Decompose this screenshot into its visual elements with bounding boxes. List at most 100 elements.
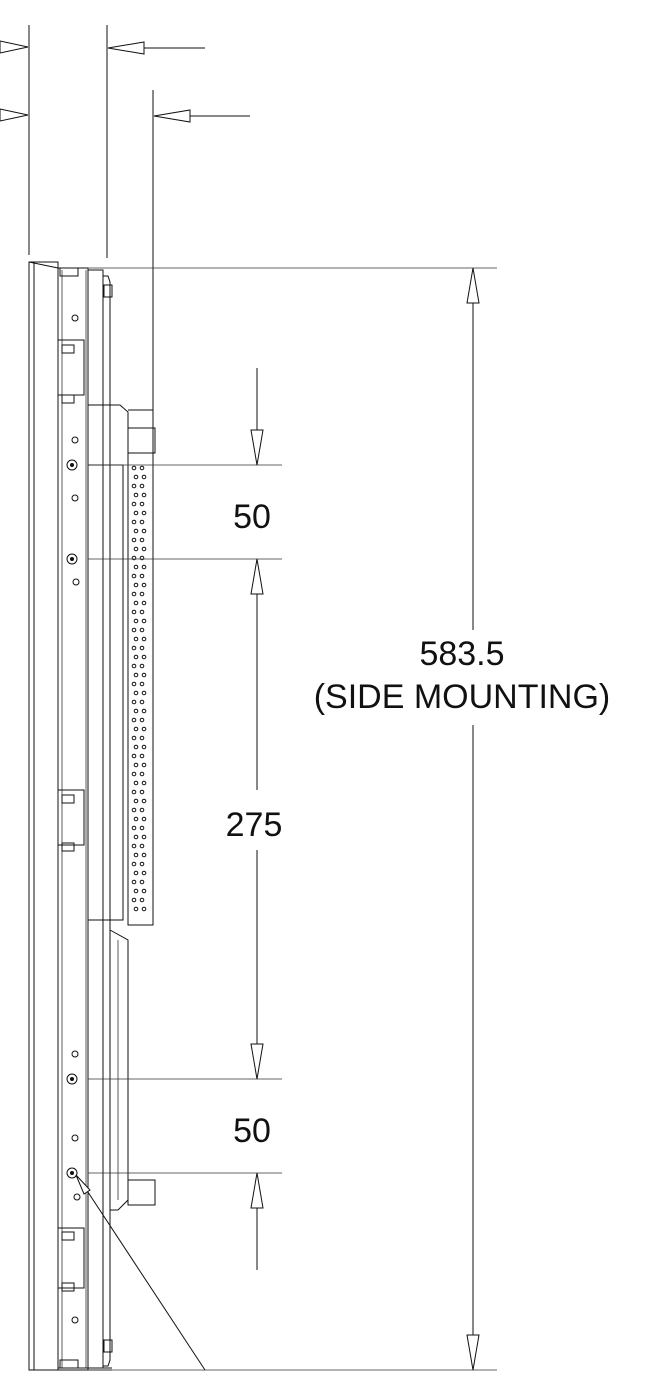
vent-hole — [139, 519, 145, 525]
vent-hole — [131, 681, 137, 687]
vent-hole — [131, 753, 137, 759]
vent-hole — [131, 861, 137, 867]
vent-hole — [139, 609, 145, 615]
vent-hole — [139, 789, 145, 795]
vent-hole — [141, 492, 147, 498]
arrowhead-icon — [466, 267, 480, 304]
vent-hole — [131, 573, 137, 579]
vent-hole — [131, 717, 137, 723]
vent-hole — [131, 897, 137, 903]
vent-hole — [131, 645, 137, 651]
dimension-label-upper: 50 — [233, 498, 271, 536]
dimension-middle-spacing: 275 — [226, 558, 283, 1080]
vent-hole — [131, 591, 137, 597]
vent-hole — [141, 672, 147, 678]
arrowhead-icon — [250, 429, 264, 466]
vent-hole — [133, 780, 139, 786]
vent-hole — [133, 474, 139, 480]
dimension-label-middle: 275 — [226, 806, 283, 844]
vent-hole — [133, 528, 139, 534]
vent-hole — [141, 780, 147, 786]
side-brackets — [57, 267, 113, 1369]
vent-hole — [131, 465, 137, 471]
vent-hole — [133, 726, 139, 732]
vent-hole — [139, 717, 145, 723]
vent-hole — [141, 852, 147, 858]
vent-hole — [131, 699, 137, 705]
vent-hole — [131, 609, 137, 615]
vent-hole — [141, 744, 147, 750]
vent-hole — [131, 771, 137, 777]
vent-hole — [141, 870, 147, 876]
arrowhead-icon — [250, 1172, 264, 1209]
vent-hole — [133, 744, 139, 750]
dimension-upper-spacing: 50 — [233, 368, 271, 536]
vent-hole — [139, 879, 145, 885]
vent-hole — [133, 852, 139, 858]
vent-hole — [141, 600, 147, 606]
vent-hole — [131, 537, 137, 543]
vent-hole — [131, 735, 137, 741]
vent-hole — [141, 834, 147, 840]
vent-hole — [139, 681, 145, 687]
vent-hole — [141, 690, 147, 696]
vent-hole — [133, 600, 139, 606]
vent-hole — [131, 843, 137, 849]
vent-hole — [141, 546, 147, 552]
mounting-holes — [66, 314, 81, 1324]
vent-hole — [131, 627, 137, 633]
vent-hole — [133, 690, 139, 696]
vent-hole — [133, 870, 139, 876]
vent-hole — [141, 798, 147, 804]
vent-hole — [139, 465, 145, 471]
vent-hole — [141, 906, 147, 912]
vent-hole — [139, 807, 145, 813]
vent-hole — [139, 591, 145, 597]
vent-hole — [133, 672, 139, 678]
vent-holes — [131, 465, 147, 912]
arrowhead-icon — [250, 558, 264, 595]
vent-hole — [131, 879, 137, 885]
vent-hole — [141, 618, 147, 624]
vent-hole — [141, 510, 147, 516]
vent-hole — [133, 888, 139, 894]
dimension-label-overall: 583.5 — [419, 635, 504, 673]
vent-hole — [131, 501, 137, 507]
vent-hole — [141, 564, 147, 570]
vent-hole — [133, 834, 139, 840]
vent-hole — [139, 573, 145, 579]
vent-hole — [139, 861, 145, 867]
dimension-lower-spacing: 50 — [233, 1112, 271, 1270]
extension-lines — [75, 267, 497, 1371]
vent-hole — [141, 762, 147, 768]
dimension-overall-height: 583.5 (SIDE MOUNTING) — [314, 267, 611, 1371]
vent-hole — [139, 843, 145, 849]
vent-hole — [141, 636, 147, 642]
vent-hole — [133, 654, 139, 660]
display-panel-side-view — [28, 261, 156, 1371]
vent-hole — [133, 636, 139, 642]
arrowhead-icon — [107, 41, 145, 55]
arrowhead-icon — [153, 109, 191, 123]
vent-hole — [139, 627, 145, 633]
vent-hole — [133, 546, 139, 552]
arrowhead-icon — [0, 108, 29, 122]
vent-hole — [131, 663, 137, 669]
vent-hole — [133, 492, 139, 498]
vent-hole — [133, 582, 139, 588]
vent-hole — [141, 654, 147, 660]
vent-hole — [139, 753, 145, 759]
vent-hole — [139, 483, 145, 489]
vent-hole — [131, 789, 137, 795]
vent-hole — [139, 699, 145, 705]
vent-hole — [133, 708, 139, 714]
vent-hole — [133, 510, 139, 516]
vent-hole — [133, 564, 139, 570]
vent-hole — [141, 528, 147, 534]
vent-hole — [139, 897, 145, 903]
dimension-label-lower: 50 — [233, 1112, 271, 1150]
dimension-note-side-mounting: (SIDE MOUNTING) — [314, 678, 611, 716]
vent-hole — [139, 645, 145, 651]
vent-hole — [133, 816, 139, 822]
vent-hole — [139, 663, 145, 669]
